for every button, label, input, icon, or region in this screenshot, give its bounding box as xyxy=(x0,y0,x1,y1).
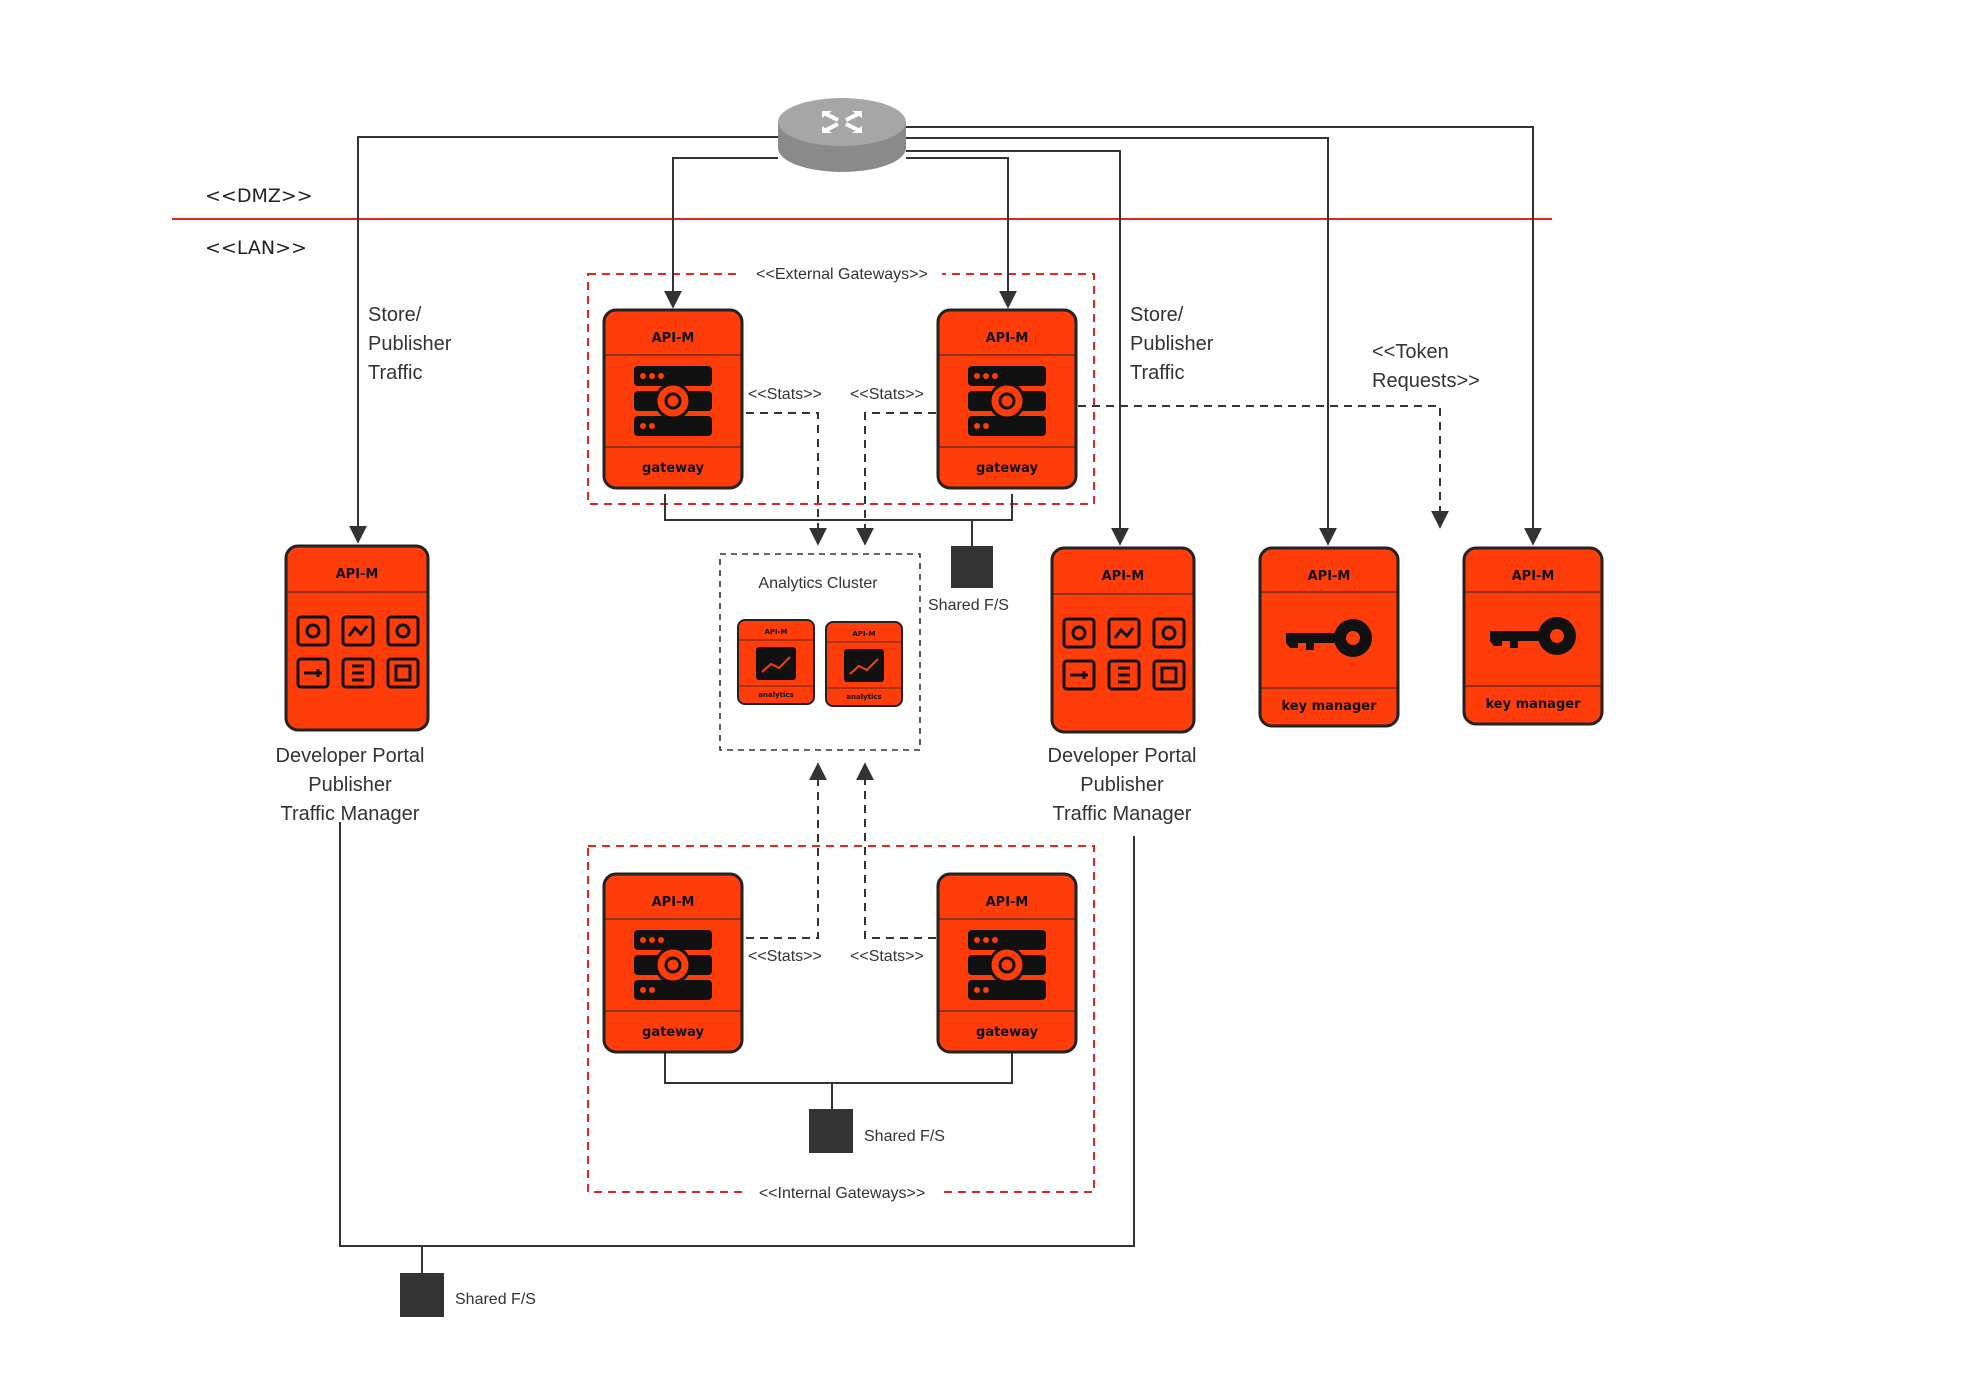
svg-text:Developer Portal: Developer Portal xyxy=(1048,745,1197,767)
node-header: API-M xyxy=(764,628,787,636)
server-gear-icon xyxy=(634,366,712,436)
key-icon xyxy=(1490,617,1576,655)
link-router-keymanager-1 xyxy=(906,137,1337,546)
node-header: API-M xyxy=(1308,569,1351,584)
svg-text:<<Token: <<Token xyxy=(1372,341,1449,363)
node-footer: gateway xyxy=(642,461,704,476)
gateway-node-ext-2: API-M gateway xyxy=(936,308,1078,490)
node-header: API-M xyxy=(986,331,1029,346)
gateway-node-int-1: API-M gateway xyxy=(602,872,744,1054)
svg-text:Store/: Store/ xyxy=(1130,304,1184,326)
stats-ext-2 xyxy=(856,412,936,546)
svg-text:Publisher: Publisher xyxy=(368,333,452,355)
router-icon xyxy=(778,98,906,172)
dmz-label: <<DMZ>> xyxy=(205,185,313,207)
lan-label: <<LAN>> xyxy=(205,237,307,259)
analytics-node-1: API-M analytics xyxy=(737,619,815,705)
internal-gateways-group xyxy=(587,845,1095,1193)
stats-links xyxy=(746,412,936,939)
gateway-node-ext-1: API-M gateway xyxy=(602,308,744,490)
portal-app-icons xyxy=(296,615,420,689)
svg-text:Traffic Manager: Traffic Manager xyxy=(281,803,420,825)
node-footer: gateway xyxy=(642,1025,704,1040)
router-links xyxy=(349,126,1542,546)
link-router-gateway-ext-1 xyxy=(664,157,778,309)
svg-text:Traffic: Traffic xyxy=(1130,362,1184,384)
external-gateways-label: <<External Gateways>> xyxy=(756,266,928,283)
stats-label-ext-1: <<Stats>> xyxy=(748,386,822,403)
node-footer: key manager xyxy=(1282,699,1378,714)
node-header: API-M xyxy=(852,630,875,638)
analytics-cluster-group xyxy=(719,553,921,751)
stats-label-int-2: <<Stats>> xyxy=(850,948,924,965)
svg-text:Publisher: Publisher xyxy=(1130,333,1214,355)
node-header: API-M xyxy=(1512,569,1555,584)
traffic-label-right: Store/ Publisher Traffic xyxy=(1130,304,1214,384)
svg-text:Store/: Store/ xyxy=(368,304,422,326)
shared-fs-links xyxy=(339,494,1135,1274)
portal-node-left: API-M xyxy=(284,544,430,732)
portal-caption-left: Developer Portal Publisher Traffic Manag… xyxy=(276,745,425,825)
link-router-gateway-ext-2 xyxy=(906,157,1017,309)
server-gear-icon xyxy=(634,930,712,1000)
node-footer: analytics xyxy=(846,693,881,701)
shared-fs-label-portal: Shared F/S xyxy=(455,1291,536,1308)
server-gear-icon xyxy=(968,366,1046,436)
key-manager-node-1: API-M key manager xyxy=(1258,546,1400,728)
internal-gateways-label: <<Internal Gateways>> xyxy=(759,1185,925,1202)
analytics-node-2: API-M analytics xyxy=(825,621,903,707)
server-gear-icon xyxy=(968,930,1046,1000)
token-requests-arrow xyxy=(1078,405,1449,529)
node-footer: gateway xyxy=(976,461,1038,476)
stats-int-2 xyxy=(856,762,936,939)
key-manager-node-2: API-M key manager xyxy=(1462,546,1604,726)
stats-label-int-1: <<Stats>> xyxy=(748,948,822,965)
node-footer: gateway xyxy=(976,1025,1038,1040)
traffic-label-left: Store/ Publisher Traffic xyxy=(368,304,452,384)
svg-text:Developer Portal: Developer Portal xyxy=(276,745,425,767)
link-router-keymanager-2 xyxy=(906,126,1542,546)
token-requests-label: <<Token Requests>> xyxy=(1372,341,1480,392)
stats-ext-1 xyxy=(746,412,827,546)
svg-text:Publisher: Publisher xyxy=(308,774,392,796)
node-header: API-M xyxy=(986,895,1029,910)
node-header: API-M xyxy=(336,567,379,582)
gateway-node-int-2: API-M gateway xyxy=(936,872,1078,1054)
link-router-portal-right xyxy=(906,150,1129,546)
node-header: API-M xyxy=(1102,569,1145,584)
link-router-portal-left xyxy=(349,136,778,544)
key-icon xyxy=(1286,619,1372,657)
portal-caption-right: Developer Portal Publisher Traffic Manag… xyxy=(1048,745,1197,825)
svg-text:Publisher: Publisher xyxy=(1080,774,1164,796)
portal-app-icons xyxy=(1062,617,1186,691)
node-header: API-M xyxy=(652,895,695,910)
svg-text:Requests>>: Requests>> xyxy=(1372,370,1480,392)
shared-fs-storage-ext xyxy=(951,546,993,588)
node-header: API-M xyxy=(652,331,695,346)
stats-label-ext-2: <<Stats>> xyxy=(850,386,924,403)
stats-int-1 xyxy=(746,762,827,939)
analytics-chart-icon xyxy=(844,649,884,682)
svg-text:Traffic: Traffic xyxy=(368,362,422,384)
shared-fs-storage-int xyxy=(809,1109,853,1153)
shared-fs-label-int: Shared F/S xyxy=(864,1128,945,1145)
node-footer: analytics xyxy=(758,691,793,699)
analytics-chart-icon xyxy=(756,647,796,680)
svg-text:Traffic Manager: Traffic Manager xyxy=(1053,803,1192,825)
analytics-cluster-label: Analytics Cluster xyxy=(758,575,878,592)
portal-node-right: API-M xyxy=(1050,546,1196,734)
shared-fs-label-ext: Shared F/S xyxy=(928,597,1009,614)
shared-fs-storage-portal xyxy=(400,1273,444,1317)
node-footer: key manager xyxy=(1486,697,1582,712)
